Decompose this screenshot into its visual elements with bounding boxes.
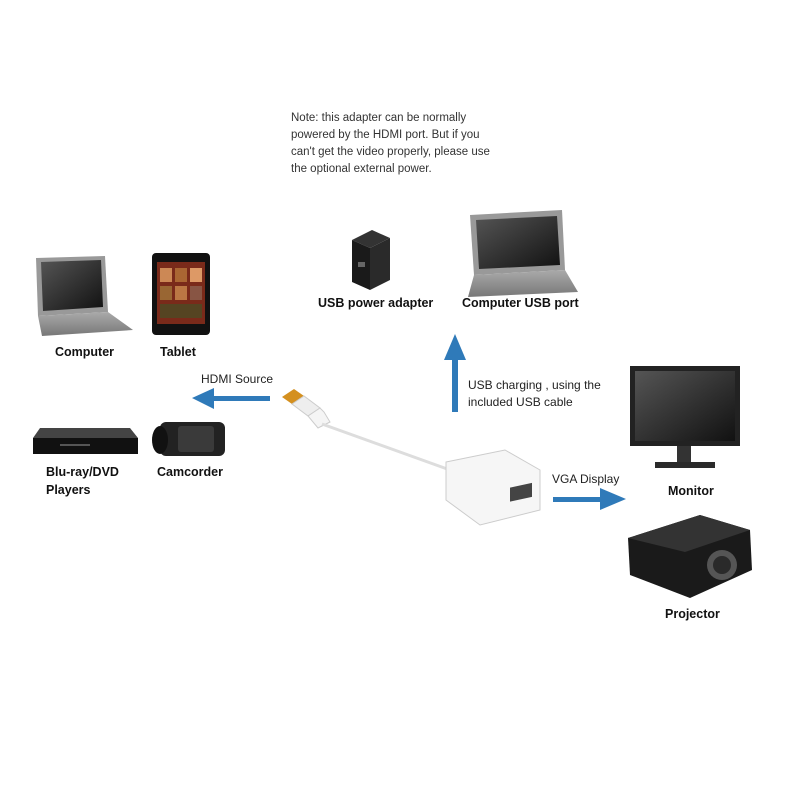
note-line: powered by the HDMI port. But if you: [291, 129, 480, 141]
hdmi-source-label: HDMI Source: [201, 372, 274, 386]
usb-power-adapter-label: USB power adapter: [318, 296, 434, 310]
monitor-image: [630, 366, 740, 468]
tablet-label: Tablet: [160, 345, 196, 359]
projector-label: Projector: [665, 607, 720, 621]
tablet-image: [152, 253, 210, 335]
computer-laptop-image: [36, 256, 133, 336]
camcorder-label: Camcorder: [157, 465, 223, 479]
usb-charging-label-line2: included USB cable: [468, 395, 573, 409]
monitor-label: Monitor: [668, 484, 714, 498]
bluray-label-line1: Blu-ray/DVD: [46, 465, 119, 479]
computer-usb-laptop-image: [468, 210, 578, 297]
hdmi-to-vga-adapter-image: [282, 389, 541, 526]
note-text: Note: this adapter can be normally power…: [291, 110, 490, 178]
bluray-player-image: [33, 428, 138, 454]
vga-display-label: VGA Display: [552, 472, 620, 486]
projector-image: [628, 515, 752, 598]
usb-charging-label-line1: USB charging , using the: [468, 378, 601, 392]
note-line: Note: this adapter can be normally: [291, 112, 467, 124]
camcorder-image: [152, 422, 225, 456]
usb-power-adapter-image: [352, 230, 390, 290]
note-line: the optional external power.: [291, 163, 432, 175]
computer-usb-port-label: Computer USB port: [462, 296, 579, 310]
arrow-left-hdmi: [192, 388, 270, 409]
computer-label: Computer: [55, 345, 115, 359]
bluray-label-line2: Players: [46, 483, 91, 497]
note-line: can't get the video properly, please use: [291, 146, 490, 158]
arrow-right-vga: [553, 488, 626, 510]
arrow-up-usb: [444, 334, 466, 412]
